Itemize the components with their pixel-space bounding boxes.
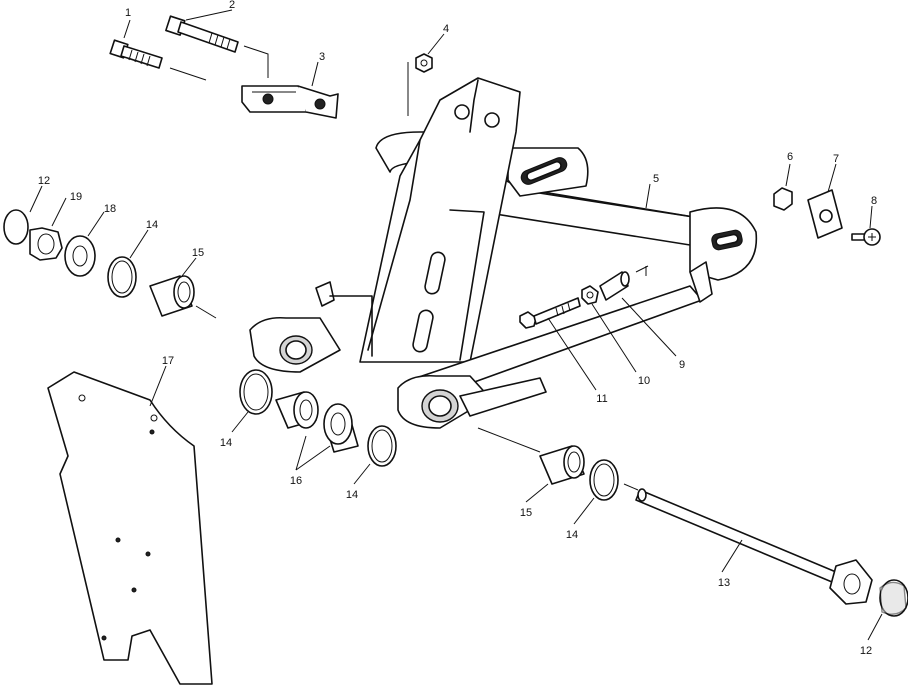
- callout-13: 13: [718, 577, 730, 589]
- part-5-swing-arm: [249, 77, 758, 429]
- part-10-nut: [581, 285, 599, 305]
- part-11-bolt: [519, 297, 581, 329]
- callout-9: 9: [679, 359, 685, 371]
- callout-17: 17: [162, 355, 174, 367]
- callout-7: 7: [833, 153, 839, 165]
- part-6-nut: [773, 187, 793, 211]
- callout-2: 2: [229, 0, 235, 11]
- part-1-bolt: [109, 39, 207, 81]
- callout-15-a: 15: [192, 247, 204, 259]
- callout-12-right: 12: [860, 645, 872, 657]
- part-18-washer: [64, 235, 96, 277]
- leader-lines: [29, 9, 883, 641]
- callout-14-b: 14: [220, 437, 232, 449]
- callout-12-left: 12: [38, 175, 50, 187]
- part-16-bushing: [275, 391, 359, 471]
- callout-8: 8: [871, 195, 877, 207]
- callout-10: 10: [638, 375, 650, 387]
- callout-16: 16: [290, 475, 302, 487]
- callout-14-d: 14: [566, 529, 578, 541]
- callout-3: 3: [319, 51, 325, 63]
- part-9-spacer: [599, 265, 649, 301]
- part-2-bolt: [165, 15, 269, 78]
- part-3-clamp: [241, 85, 339, 119]
- part-14-ring-d: [589, 459, 619, 501]
- callout-labels: 1 2 3 4 5 6 7 8 9 10 11 12 19 18 14 15 1…: [38, 0, 877, 657]
- part-19-nut: [29, 227, 63, 261]
- callout-14-c: 14: [346, 489, 358, 501]
- callout-14-a: 14: [146, 219, 158, 231]
- callout-11: 11: [596, 393, 607, 405]
- part-4-nut: [407, 53, 433, 116]
- part-13-shaft: [623, 483, 873, 605]
- callout-18: 18: [104, 203, 116, 215]
- part-12-cap-left: [3, 209, 29, 245]
- callout-4: 4: [443, 23, 449, 35]
- part-14-ring-a: [107, 256, 137, 298]
- part-15-bushing-a: [149, 275, 217, 319]
- callout-1: 1: [125, 7, 131, 19]
- part-7-clip: [807, 189, 843, 239]
- callout-6: 6: [787, 151, 793, 163]
- part-17-plate: [47, 371, 213, 685]
- part-14-ring-c: [367, 425, 397, 467]
- part-14-ring-b: [239, 369, 273, 415]
- part-12-cap-right: [879, 579, 908, 617]
- callout-19: 19: [70, 191, 82, 203]
- part-15-bushing-b: [477, 427, 585, 485]
- callout-5: 5: [653, 173, 659, 185]
- part-8-screw: [851, 228, 881, 246]
- callout-15-b: 15: [520, 507, 532, 519]
